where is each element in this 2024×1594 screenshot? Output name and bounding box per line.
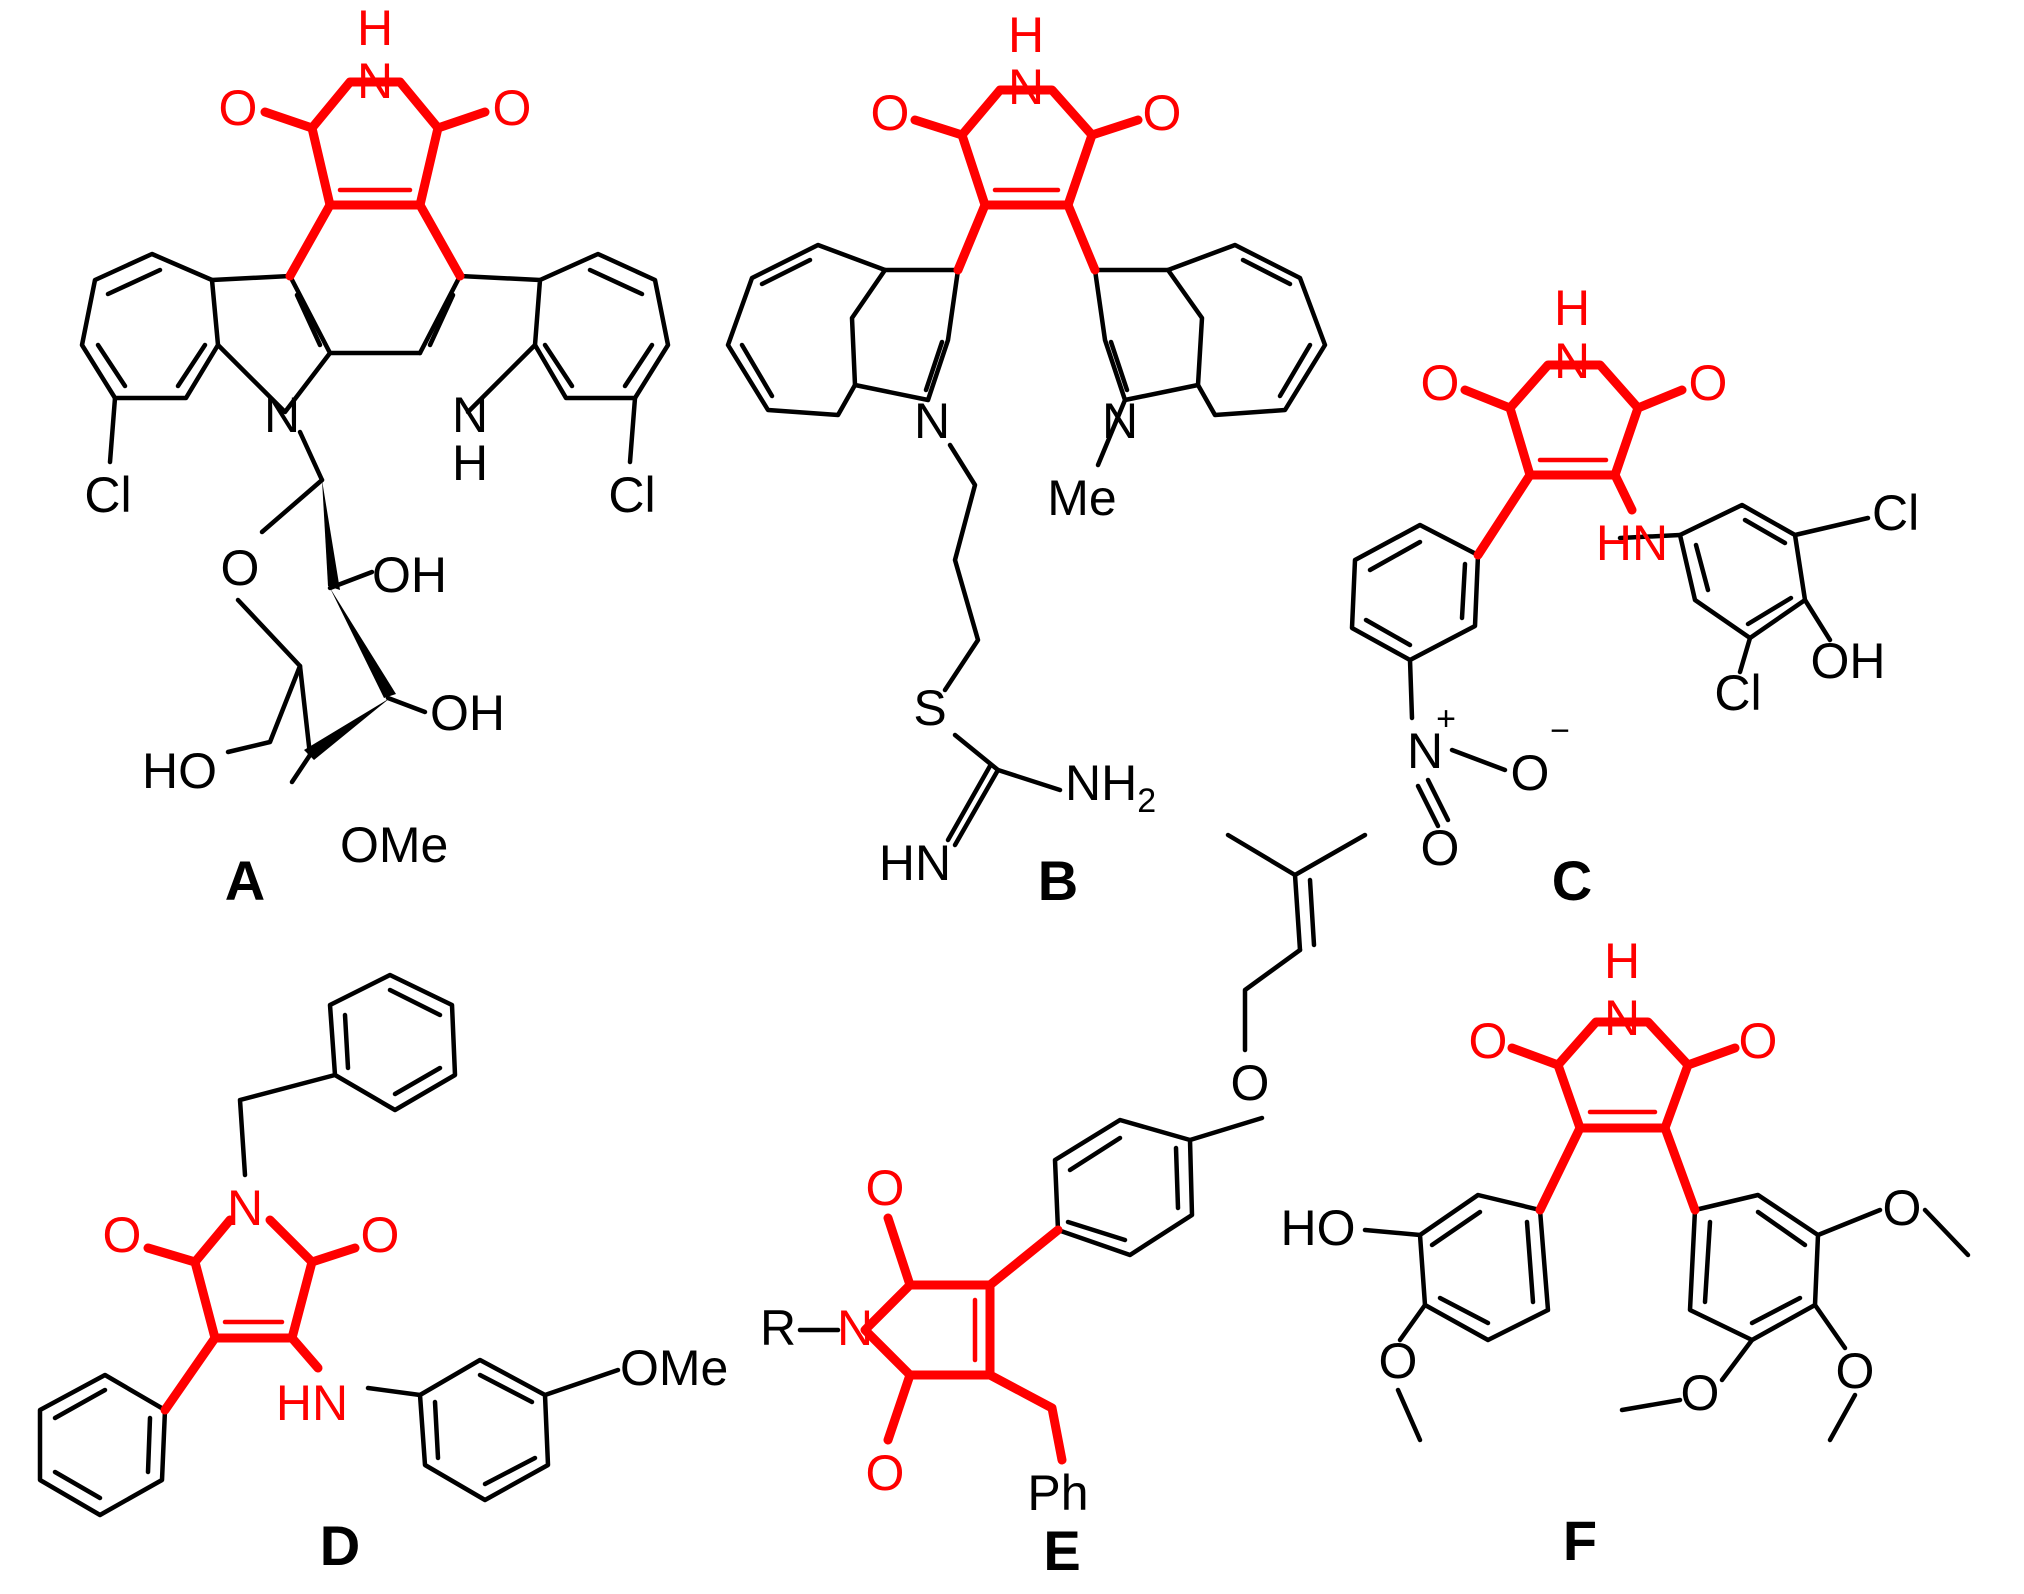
compound-c: H N O O HN Cl Cl OH N + O − O C xyxy=(1349,280,1919,912)
compound-b-core xyxy=(910,85,1143,275)
carbonyl-o-label: O xyxy=(1143,85,1182,141)
imide-h-label: H xyxy=(1604,933,1640,989)
carbonyl-o-label: O xyxy=(866,1160,905,1216)
indole-n-label: N xyxy=(264,387,300,443)
nitro-n-label: N xyxy=(1407,723,1443,779)
compound-b: H N O O N N Me S NH2 HN B xyxy=(725,7,1328,912)
r-group-label: R xyxy=(760,1300,796,1356)
amine-label: HN xyxy=(276,1375,348,1431)
amine-label: NH2 xyxy=(1065,755,1156,820)
negative-charge: − xyxy=(1550,712,1570,750)
compound-f: H N O O HO O O O O F xyxy=(1281,933,1971,1572)
carbonyl-o-label: O xyxy=(103,1207,142,1263)
chlorine-label: Cl xyxy=(1872,485,1919,541)
imide-n-label: N xyxy=(1554,333,1590,389)
compound-a-core xyxy=(260,77,490,281)
chlorine-label: Cl xyxy=(608,467,655,523)
compound-label: A xyxy=(225,849,265,912)
hydroxyl-label: OH xyxy=(1811,633,1886,689)
carbonyl-o-label: O xyxy=(871,85,910,141)
nitro-o-label: O xyxy=(1421,820,1460,876)
chlorine-label: Cl xyxy=(84,467,131,523)
carbonyl-o-label: O xyxy=(493,80,532,136)
indole-nh-n-label: N xyxy=(452,387,488,443)
indole-n-label: N xyxy=(914,393,950,449)
imide-h-label: H xyxy=(1008,7,1044,63)
ether-o-label: O xyxy=(1231,1055,1270,1111)
compound-a: H N O O N N H Cl Cl O OH OH HO OMe A xyxy=(79,0,671,912)
hydroxyl-label: HO xyxy=(1281,1200,1356,1256)
methoxy-label: OMe xyxy=(340,817,448,873)
compound-b-bonds xyxy=(725,242,1328,848)
compound-d-bonds xyxy=(37,972,621,1518)
hydroxyl-label: OH xyxy=(372,547,447,603)
compound-label: D xyxy=(320,1514,360,1577)
compound-label: F xyxy=(1563,1509,1597,1572)
methoxy-o-label: O xyxy=(1883,1180,1922,1236)
compound-e: R N O O Ph O E xyxy=(760,832,1368,1582)
imide-h-label: H xyxy=(1554,280,1590,336)
compound-f-bonds xyxy=(1362,1192,1971,1443)
nitro-o-label: O xyxy=(1511,745,1550,801)
methoxy-o-label: O xyxy=(1379,1333,1418,1389)
compound-c-core xyxy=(1460,360,1687,560)
indole-nh-h-label: H xyxy=(452,435,488,491)
compound-d-core xyxy=(143,1215,360,1415)
compound-e-bonds xyxy=(797,832,1368,1333)
imide-n-label: N xyxy=(1008,59,1044,115)
imide-n-label: N xyxy=(227,1180,263,1236)
methyl-label: Me xyxy=(1047,470,1116,526)
compound-e-core xyxy=(860,1213,1067,1465)
hydroxyl-label: OH xyxy=(430,685,505,741)
methoxy-o-label: O xyxy=(1836,1343,1875,1399)
carbonyl-o-label: O xyxy=(219,80,258,136)
compound-label: C xyxy=(1552,849,1592,912)
carbonyl-o-label: O xyxy=(1421,355,1460,411)
compound-label: B xyxy=(1038,849,1078,912)
compound-d: N O O HN OMe D xyxy=(37,972,728,1577)
wedge-bond xyxy=(322,480,340,590)
wedge-bond xyxy=(304,698,390,760)
carbonyl-o-label: O xyxy=(866,1445,905,1501)
phenyl-label: Ph xyxy=(1027,1465,1088,1521)
hydroxyl-label: HO xyxy=(142,743,217,799)
chlorine-label: Cl xyxy=(1714,665,1761,721)
ring-oxygen-label: O xyxy=(221,540,260,596)
amine-label: HN xyxy=(1596,515,1668,571)
sulfur-label: S xyxy=(913,680,946,736)
imine-label: HN xyxy=(879,835,951,891)
imide-h-label: H xyxy=(357,0,393,56)
compound-a-bonds xyxy=(79,251,671,785)
carbonyl-o-label: O xyxy=(1689,355,1728,411)
indole-n-label: N xyxy=(1102,393,1138,449)
methoxy-label: OMe xyxy=(620,1340,728,1396)
compound-c-bonds xyxy=(1349,502,1871,829)
compound-f-core xyxy=(1507,1017,1740,1215)
carbonyl-o-label: O xyxy=(361,1207,400,1263)
imide-n-label: N xyxy=(1604,990,1640,1046)
positive-charge: + xyxy=(1436,700,1456,738)
carbonyl-o-label: O xyxy=(1739,1013,1778,1069)
methoxy-o-label: O xyxy=(1681,1365,1720,1421)
imide-n-label: N xyxy=(837,1300,873,1356)
carbonyl-o-label: O xyxy=(1469,1013,1508,1069)
wedge-bond xyxy=(330,588,396,698)
compound-label: E xyxy=(1043,1519,1080,1582)
imide-n-label: N xyxy=(357,53,393,109)
